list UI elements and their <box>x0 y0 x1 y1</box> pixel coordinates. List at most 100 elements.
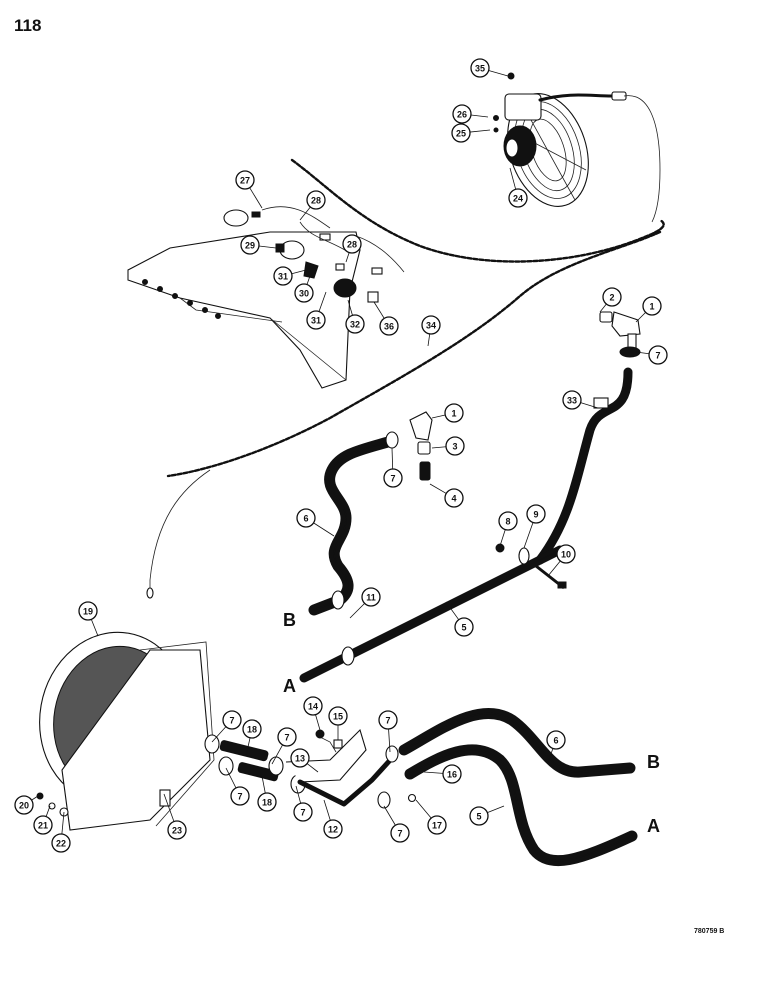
callout-circle <box>167 820 187 840</box>
callout-leader <box>431 446 447 449</box>
callout-circle <box>444 403 464 423</box>
callout-leader <box>163 793 175 822</box>
page-number: 118 <box>14 16 42 35</box>
callout-c5a: 5 <box>445 601 474 637</box>
control-bracket <box>127 231 361 389</box>
callout-leader <box>258 245 277 249</box>
end-label-b-lower: B <box>647 752 660 772</box>
callout-circle <box>242 719 262 739</box>
callout-leader <box>470 114 489 118</box>
callout-c2: 2 <box>599 287 622 313</box>
callout-number: 31 <box>311 316 321 326</box>
callout-c35: 35 <box>470 58 509 78</box>
callout-leader <box>635 312 646 323</box>
callout-circle <box>235 170 255 190</box>
callout-number: 29 <box>245 241 255 251</box>
callout-number: 4 <box>451 494 456 504</box>
end-label-a-upper: A <box>283 676 296 696</box>
callout-number: 5 <box>476 812 481 822</box>
callout-c7c: 7 <box>378 710 398 753</box>
hose-6 <box>308 436 394 616</box>
callout-leader <box>391 447 394 470</box>
callout-circle <box>546 730 566 750</box>
callout-leader <box>315 714 321 731</box>
callout-number: 7 <box>655 351 660 361</box>
callout-number: 6 <box>303 514 308 524</box>
callout-number: 1 <box>649 302 654 312</box>
callout-c5b: 5 <box>469 805 505 826</box>
callout-circle <box>323 819 343 839</box>
callout-circle <box>273 266 293 286</box>
callout-number: 21 <box>38 821 48 831</box>
callout-c23: 23 <box>163 793 187 840</box>
callout-c15: 15 <box>328 706 348 740</box>
callout-number: 3 <box>452 442 457 452</box>
callout-number: 35 <box>475 64 485 74</box>
callout-number: 33 <box>567 396 577 406</box>
callout-leader <box>423 771 444 774</box>
callout-leader <box>383 805 396 826</box>
callout-leader <box>469 129 491 133</box>
hose-33-inner <box>539 371 629 561</box>
callout-number: 30 <box>299 289 309 299</box>
callout-c10: 10 <box>547 544 576 577</box>
hose-clip-33 <box>593 397 609 409</box>
callout-leader <box>487 805 505 814</box>
callout-leader <box>349 603 365 619</box>
oil-cooler <box>36 631 215 831</box>
callout-number: 31 <box>278 272 288 282</box>
callout-leader <box>225 767 237 789</box>
callout-number: 6 <box>553 736 558 746</box>
callout-number: 9 <box>533 510 538 520</box>
callout-leader <box>211 726 227 743</box>
callout-number: 36 <box>384 322 394 332</box>
callout-number: 5 <box>461 623 466 633</box>
callout-number: 7 <box>385 716 390 726</box>
clamps-11 <box>331 590 355 666</box>
callout-number: 27 <box>240 176 250 186</box>
callout-circle <box>230 786 250 806</box>
callout-number: 1 <box>451 409 456 419</box>
callout-c7h: 7 <box>383 805 410 843</box>
callout-leader <box>388 728 391 753</box>
callout-c25: 25 <box>451 123 491 143</box>
wiring-harness-lower <box>166 230 662 478</box>
end-label-a-lower: A <box>647 816 660 836</box>
callout-number: 10 <box>561 550 571 560</box>
callout-number: 25 <box>456 129 466 139</box>
callout-number: 7 <box>229 716 234 726</box>
callout-number: 14 <box>308 702 318 712</box>
callout-c18a: 18 <box>242 719 262 757</box>
callout-circle <box>294 283 314 303</box>
callout-leader <box>580 402 599 409</box>
callout-c4: 4 <box>429 483 464 508</box>
callout-number: 7 <box>390 474 395 484</box>
callout-leader <box>415 799 432 819</box>
callout-number: 8 <box>505 517 510 527</box>
callout-circle <box>469 806 489 826</box>
callout-circle <box>33 815 53 835</box>
callout-c6b: 6 <box>546 730 566 763</box>
callout-circle <box>421 315 441 335</box>
callout-leader <box>523 522 534 549</box>
callout-number: 19 <box>83 607 93 617</box>
callout-leader <box>313 522 335 537</box>
callout-circle <box>470 58 490 78</box>
callout-circle <box>602 287 622 307</box>
callout-leader <box>345 252 350 263</box>
callout-number: 7 <box>237 792 242 802</box>
hose-33 <box>535 367 633 565</box>
callout-circle <box>361 587 381 607</box>
callout-c7b: 7 <box>383 447 403 488</box>
callout-leader <box>31 795 39 801</box>
callout-c33: 33 <box>562 390 599 410</box>
callout-leader <box>291 269 307 275</box>
callout-circle <box>222 710 242 730</box>
callout-circle <box>498 511 518 531</box>
callout-leader <box>547 748 554 763</box>
callout-c8: 8 <box>498 511 518 547</box>
callout-c7e: 7 <box>271 727 297 765</box>
callout-circle <box>306 190 326 210</box>
callout-number: 12 <box>328 825 338 835</box>
callout-leader <box>499 529 506 547</box>
